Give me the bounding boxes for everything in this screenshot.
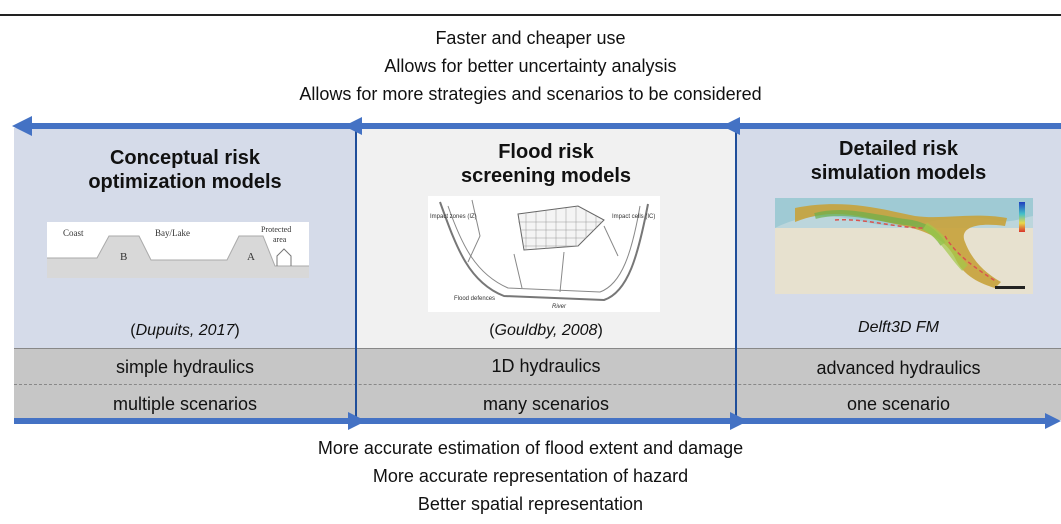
detailed-citation: Delft3D FM [858, 319, 939, 336]
bottom-benefit-1: More accurate estimation of flood extent… [317, 438, 744, 458]
dike-b-label: B [120, 251, 127, 263]
dike-cross-section-figure: Coast Bay/Lake Protected area B A [47, 222, 309, 278]
band-divider-right [735, 348, 737, 420]
conceptual-title-line2: optimization models [88, 171, 282, 193]
bay-label: Bay/Lake [155, 228, 190, 238]
screening-title-line2: screening models [460, 165, 632, 187]
detailed-hydraulics: advanced hydraulics [816, 358, 981, 378]
conceptual-citation-author: Dupuits, 2017 [135, 322, 235, 339]
detailed-scenarios: one scenario [846, 394, 951, 414]
conceptual-citation: (Dupuits, 2017) [130, 322, 240, 339]
bottom-benefit-2: More accurate representation of hazard [372, 466, 689, 486]
screening-schematic-figure: Impact zones (IZ) Impact cells (IC) Floo… [428, 196, 660, 312]
top-rule [0, 14, 1061, 16]
conceptual-title: Conceptual risk optimization models [14, 146, 356, 194]
coast-label: Coast [63, 228, 84, 238]
screening-scenarios: many scenarios [482, 394, 610, 414]
top-benefit-3: Allows for more strategies and scenarios… [299, 84, 762, 104]
protected-label-2: area [273, 235, 287, 244]
right-arrow-bottom [14, 412, 1061, 430]
conceptual-scenarios: multiple scenarios [112, 394, 258, 414]
detailed-title-line1: Detailed risk [839, 138, 958, 160]
divider-right [735, 128, 737, 420]
band-top-line [14, 348, 1061, 349]
screening-title-line1: Flood risk [498, 141, 594, 163]
impact-zones-label: Impact zones (IZ) [430, 214, 477, 220]
conceptual-hydraulics: simple hydraulics [115, 357, 255, 377]
top-benefit-2: Allows for better uncertainty analysis [384, 56, 677, 76]
house-icon [276, 248, 292, 266]
band-dashed-separator [14, 384, 1061, 385]
screening-title: Flood risk screening models [356, 140, 736, 188]
flood-defences-label: Flood defences [454, 296, 495, 302]
conceptual-title-line1: Conceptual risk [109, 147, 261, 169]
impact-cells-label: Impact cells (IC) [612, 214, 655, 220]
top-benefit-1: Faster and cheaper use [435, 28, 626, 48]
bottom-benefit-3: Better spatial representation [417, 494, 644, 514]
screening-citation-author: Gouldby, 2008 [494, 322, 598, 339]
protected-label-1: Protected [261, 225, 291, 234]
detailed-title-line2: simulation models [810, 162, 987, 184]
dike-a-label: A [247, 251, 255, 263]
band-divider-left [355, 348, 357, 420]
left-arrow-top [12, 116, 1061, 136]
detailed-title: Detailed risk simulation models [736, 137, 1061, 185]
river-label: River [552, 304, 567, 310]
divider-left [355, 128, 357, 420]
screening-citation: (Gouldby, 2008) [489, 322, 603, 339]
delft3d-map-figure [775, 198, 1033, 294]
screening-hydraulics: 1D hydraulics [491, 356, 601, 376]
